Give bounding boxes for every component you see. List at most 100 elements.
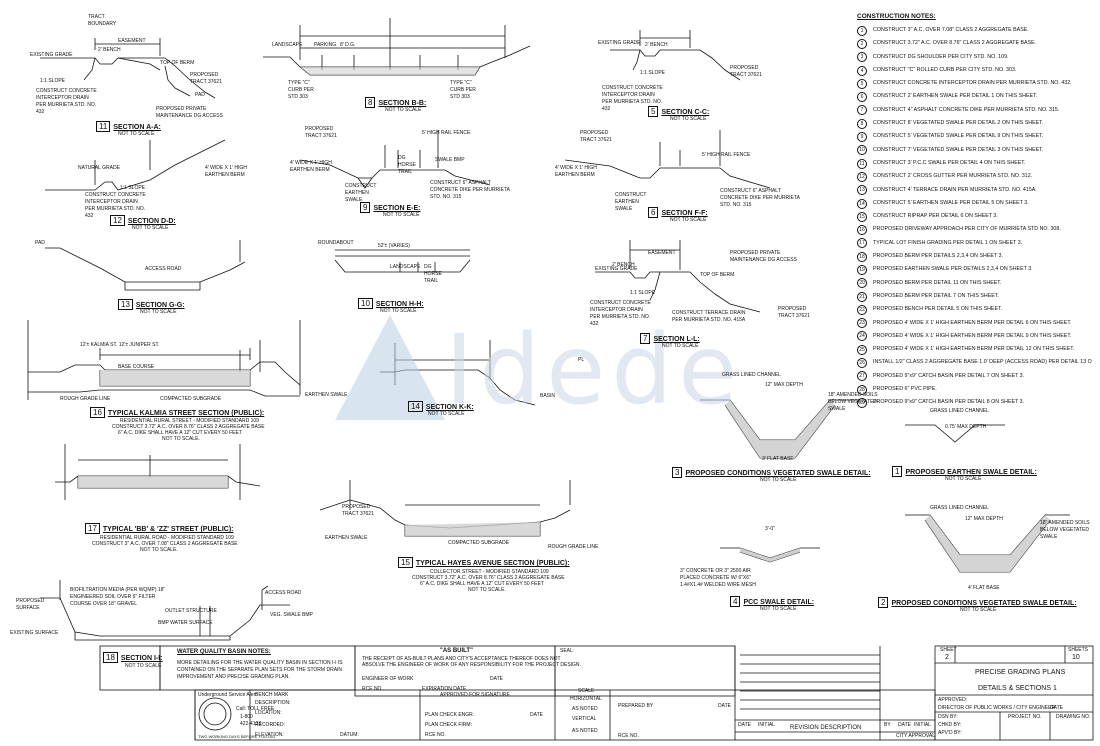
construction-note-text: PROPOSED 6" PVC PIPE. xyxy=(873,386,937,393)
label-rough-grade-16: ROUGH GRADE LINE xyxy=(60,396,111,402)
label-top-berm-l: TOP OF BERM xyxy=(700,272,735,278)
note-number-circle: 20 xyxy=(857,278,867,289)
construction-note-text: CONSTRUCT 3" A.C. OVER 7.08" CLASS 2 AGG… xyxy=(873,27,1029,33)
prepared-rce: RCE NO. xyxy=(618,733,639,739)
label-slope-a: 1:1 SLOPE xyxy=(40,78,66,84)
label-existing-grade-l: EXISTING GRADE xyxy=(595,266,638,272)
usa-call: Call: TOLL FREE xyxy=(236,706,275,712)
prepared-date: DATE xyxy=(718,703,731,709)
note-number-circle: 1 xyxy=(857,25,867,36)
section-9-scale: NOT TO SCALE xyxy=(383,212,420,218)
construction-note-item: 23 PROPOSED 4' WIDE X 1' HIGH EARTHEN BER… xyxy=(857,317,1092,330)
construction-note-text: PROPOSED 4' WIDE X 1' HIGH EARTHEN BERM … xyxy=(873,319,1072,326)
label-slope-l: 1:1 SLOPE xyxy=(630,290,656,296)
label-basin-k: BASIN xyxy=(540,393,556,399)
street-16-line3: 6" A.C. DIKE SHALL HAVE A 12" CUT EVERY … xyxy=(118,430,242,436)
note-number-circle: 3 xyxy=(857,52,867,63)
street-15-line2: CONSTRUCT 3.72" A.C. OVER 8.76" CLASS 2 … xyxy=(412,575,565,581)
label-compacted-15: COMPACTED SUBGRADE xyxy=(448,540,510,546)
construction-note-text: PROPOSED 4' WIDE X 1' HIGH EARTHEN BERM … xyxy=(873,346,1075,353)
construction-note-text: TYPICAL LOT FINISH GRADING PER DETAIL 1 … xyxy=(873,239,1023,246)
note-number-circle: 4 xyxy=(857,65,867,76)
construction-note-text: INSTALL 1/2" CLASS 2 AGGREGATE BASE 1.0'… xyxy=(873,359,1092,366)
label-tract-boundary-a: TRACT BOUNDARY xyxy=(88,14,117,27)
label-pl-k: PL xyxy=(578,357,585,363)
note-number-circle: 22 xyxy=(857,304,867,315)
label-tract-c: PROPOSED TRACT 37621 xyxy=(730,65,762,78)
construction-note-text: CONSTRUCT 3.72" A.C. OVER 8.76" CLASS 2 … xyxy=(873,40,1037,47)
usa-note: TWO WORKING DAYS BEFORE YOU DIG xyxy=(198,734,276,739)
label-kalmia-16: 12'± KALMIA ST. 12'± JUNIPER ST. xyxy=(80,342,160,348)
note-number-circle: 11 xyxy=(857,158,867,169)
label-interceptor-c: CONSTRUCT CONCRETE INTERCEPTOR DRAIN PER… xyxy=(602,85,663,112)
section-12-scale: NOT TO SCALE xyxy=(132,225,169,231)
asbuilt-seal: SEAL: xyxy=(560,648,575,654)
note-number-circle: 15 xyxy=(857,211,867,222)
label-pad-a: PAD xyxy=(195,92,205,98)
detail-2-scale: NOT TO SCALE xyxy=(960,607,997,613)
note-number-circle: 12 xyxy=(857,171,867,182)
construction-note-text: CONSTRUCT 7' VEGETATED SWALE PER DETAIL … xyxy=(873,146,1044,153)
sheet-apvd: APV'D BY: xyxy=(938,730,962,736)
label-natural-grade-d: NATURAL GRADE xyxy=(78,165,120,171)
construction-note-text: CONSTRUCT 4" ASPHALT CONCRETE DIKE PER M… xyxy=(873,106,1060,113)
label-interceptor-d: CONSTRUCT CONCRETE INTERCEPTOR DRAIN PER… xyxy=(85,192,146,219)
construction-note-text: PROPOSED 9"x9" CATCH BASIN PER DETAIL 7 … xyxy=(873,372,1025,379)
wq-notes-line1: MORE DETAILING FOR THE WATER QUALITY BAS… xyxy=(177,660,343,666)
label-flat-base-3: 3' FLAT BASE xyxy=(762,456,794,462)
label-top-berm-a: TOP OF BERM xyxy=(160,60,195,66)
label-interceptor-l: CONSTRUCT CONCRETE INTERCEPTOR DRAIN PER… xyxy=(590,300,651,327)
construction-note-text: PROPOSED DRIVEWAY APPROACH PER CITY OF M… xyxy=(873,226,1061,233)
label-existing-grade-c: EXISTING GRADE xyxy=(598,40,641,46)
prepared-by: PREPARED BY xyxy=(618,703,654,709)
sheet-chkd: CHKD BY: xyxy=(938,722,962,728)
label-access-road-18: ACCESS ROAD xyxy=(265,590,302,596)
rev-date: DATE xyxy=(738,722,751,728)
label-slope-c: 1:1 SLOPE xyxy=(640,70,666,76)
label-access-road-g: ACCESS ROAD xyxy=(145,266,182,272)
construction-note-text: CONSTRUCT 3' P.C.C SWALE PER DETAIL 4 ON… xyxy=(873,159,1026,166)
note-number-circle: 17 xyxy=(857,238,867,249)
label-grass-1: GRASS LINED CHANNEL xyxy=(930,408,989,414)
usa-num2: 422-4133 xyxy=(240,721,262,727)
construction-note-text: CONSTRUCT 5' VEGETATED SWALE PER DETAIL … xyxy=(873,133,1044,140)
section-10-scale: NOT TO SCALE xyxy=(380,308,417,314)
label-rail-e: 5' HIGH RAIL FENCE xyxy=(422,130,471,136)
label-rail-f: 5' HIGH RAIL FENCE xyxy=(702,152,751,158)
construction-note-text: PROPOSED BERM PER DETAIL 7 ON THIS SHEET… xyxy=(873,292,999,299)
wq-notes-line3: IMPROVEMENT AND PRECISE GRADING PLAN. xyxy=(177,674,290,680)
asbuilt-eow: ENGINEER OF WORK xyxy=(362,676,414,682)
sheets-label: SHEETS xyxy=(1068,647,1089,653)
bench-rec: RECORDED: xyxy=(255,722,286,728)
label-biofilt-18: BIOFILTRATION MEDIA (PER WQMP) 18" ENGIN… xyxy=(70,587,166,607)
label-tract-l: PROPOSED TRACT 37621 xyxy=(778,306,810,319)
label-bmp-ws-18: BMP WATER SURFACE xyxy=(158,620,213,626)
rev-date2: DATE xyxy=(898,722,911,728)
label-dg-horse-e: DG HORSE TRAIL xyxy=(398,155,416,175)
sheet-label: SHEET xyxy=(940,647,957,653)
note-number-circle: 23 xyxy=(857,318,867,329)
construction-note-text: CONSTRUCT 2' EARTHEN SWALE PER DETAIL 1 … xyxy=(873,93,1038,100)
label-amended-2: 18" AMENDED SOILS BELOW VEGETATED SWALE xyxy=(1040,520,1090,540)
label-depth-1: 0.75' MAX DEPTH xyxy=(945,424,987,430)
scale-vertical: VERTICAL xyxy=(572,716,597,722)
